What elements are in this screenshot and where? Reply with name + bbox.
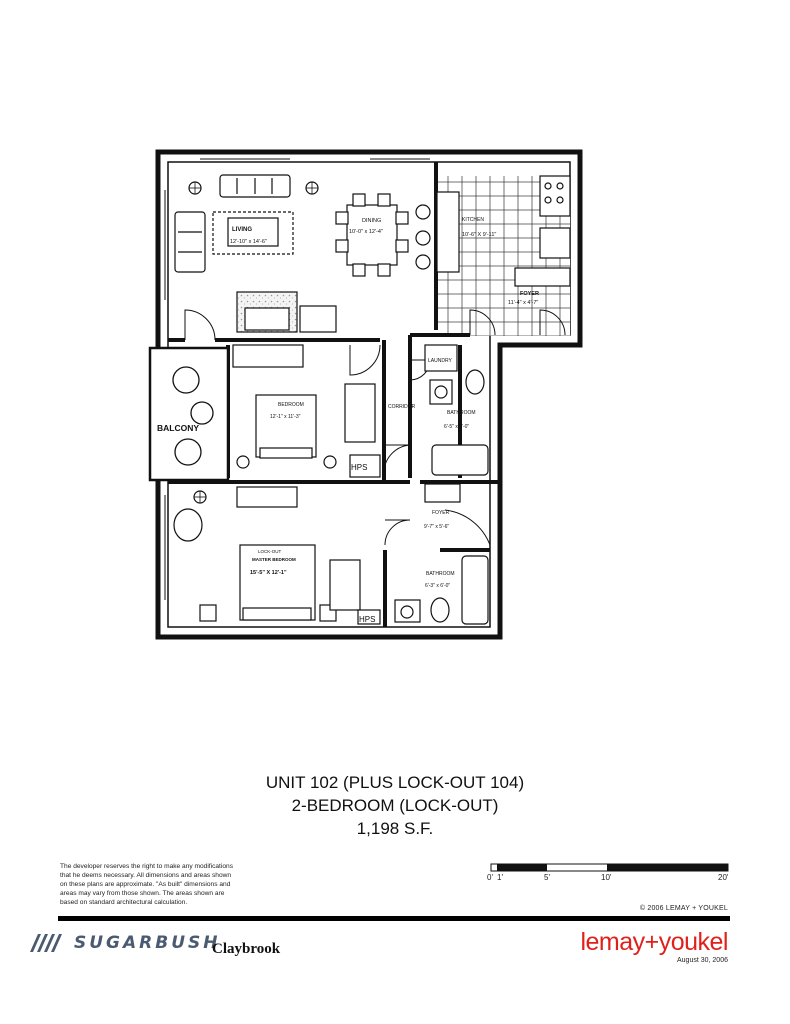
scale-label-5: 5' (544, 873, 550, 882)
lemay-youkel-logo: lemay+youkel (580, 928, 728, 956)
room-labels: LIVING 12'-10" x 14'-6" DINING 10'-0" x … (157, 217, 539, 624)
foyer-upper-label: FOYER (520, 291, 539, 297)
foyer-lower-dim: 9'-7" x 5'-6" (424, 524, 449, 530)
unit-area: 1,198 S.F. (356, 819, 434, 838)
ceiling-fixtures (189, 182, 318, 503)
corridor-label: CORRIDOR (388, 404, 416, 410)
master-dim: 15'-5" X 12'-1" (250, 570, 287, 576)
furniture (173, 174, 571, 625)
unit-type: 2-BEDROOM (LOCK-OUT) (291, 796, 499, 815)
bedroom-label: BEDROOM (278, 402, 304, 408)
foyer-upper-dim: 11'-4" x 4'-7" (508, 300, 538, 306)
master-label-top: LOCK-OUT (258, 549, 282, 554)
project-name: Claybrook (212, 941, 281, 957)
dining-dim: 10'-0" x 12'-4" (349, 229, 383, 235)
copyright: © 2006 LEMAY + YOUKEL (639, 905, 728, 912)
master-label-bottom: MASTER BEDROOM (252, 557, 296, 562)
scale-label-20: 20' (718, 873, 729, 882)
sugarbush-logo: SUGARBUSH (28, 932, 220, 954)
disclaimer: The developer reserves the right to make… (60, 863, 233, 906)
bedroom-dim: 12'-1" x 11'-3" (270, 414, 301, 420)
scale-label-0: 0' (487, 873, 493, 882)
hps-lower-label: HPS (359, 615, 375, 624)
scale-label-10: 10' (601, 873, 612, 882)
scale-bar (490, 863, 729, 872)
plan-date: August 30, 2006 (677, 957, 728, 964)
bathroom-lower-label: BATHROOM (426, 571, 455, 577)
bathroom-lower-dim: 6'-3" x 6'-0" (425, 583, 450, 589)
footer-rule-thick (58, 916, 730, 921)
living-dim: 12'-10" x 14'-6" (230, 239, 267, 245)
windows (159, 153, 430, 600)
bathroom-upper-dim: 6'-5" x 9'-0" (444, 424, 469, 430)
kitchen-dim: 10'-6" X 9'-11" (462, 232, 496, 238)
kitchen-label: KITCHEN (462, 217, 484, 223)
balcony-label: BALCONY (157, 423, 199, 433)
hps-upper-label: HPS (351, 463, 367, 472)
foyer-lower-label: FOYER (432, 510, 450, 516)
sugarbush-wordmark: SUGARBUSH (74, 933, 221, 953)
unit-title: UNIT 102 (PLUS LOCK-OUT 104) (265, 773, 525, 792)
sugarbush-mark-icon (30, 934, 62, 952)
scale-label-1: 1' (497, 873, 503, 882)
door-swings (184, 309, 566, 546)
bathroom-upper-label: BATHROOM (447, 410, 476, 416)
balcony (148, 346, 230, 482)
dining-label: DINING (362, 218, 381, 224)
living-label: LIVING (232, 227, 252, 233)
laundry-label: LAUNDRY (428, 358, 452, 364)
